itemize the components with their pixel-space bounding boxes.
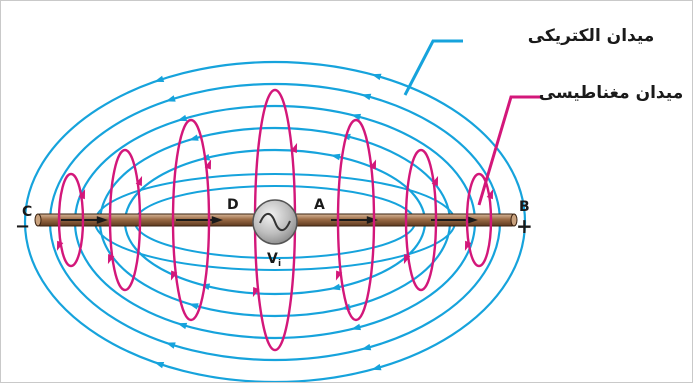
magnetic-field-loop — [404, 148, 438, 292]
point-b-label: B — [519, 199, 530, 215]
magnetic-field-arrow — [290, 142, 298, 154]
rod-right-end — [510, 213, 518, 227]
sine-wave-icon — [259, 212, 291, 232]
magnetic-field-loop — [336, 118, 376, 322]
point-c-label: C — [22, 204, 32, 220]
electric-field-arrow — [188, 303, 199, 310]
callouts — [403, 39, 543, 206]
electric-field-arrow — [165, 95, 176, 102]
electric-field-line — [23, 60, 527, 382]
electric-field-arrow — [177, 114, 188, 122]
electric-field-arrow — [350, 113, 362, 121]
rod-left-end — [34, 213, 42, 227]
source-voltage-label: V — [267, 251, 278, 267]
magnetic-field-callout-line — [477, 95, 543, 206]
electric-field-arrow — [188, 134, 199, 141]
source-voltage-subscript: i — [278, 259, 281, 269]
ac-source — [252, 199, 298, 245]
current-arrow-head — [96, 216, 108, 224]
magnetic-field-loop — [171, 118, 211, 322]
electric-field-arrow — [165, 342, 176, 349]
electric-field-arrow — [361, 343, 372, 351]
magnetic-field-arrow — [204, 159, 212, 170]
magnetic-field-arrow — [369, 159, 377, 170]
magnetic-field-arrow — [403, 253, 411, 265]
magnetic-field-arrow — [431, 175, 439, 187]
magnetic-field-arrow — [170, 270, 178, 281]
electric-field-arrow — [350, 323, 362, 331]
magnetic-field-loop — [465, 172, 493, 268]
magnetic-field-label: میدان مغناطیسی — [539, 83, 683, 103]
minus-sign: − — [15, 216, 30, 237]
magnetic-field-arrow — [78, 189, 86, 200]
electric-field-arrow — [371, 73, 382, 81]
electric-field-arrow — [330, 283, 341, 291]
magnetic-field-loop — [57, 172, 85, 268]
magnetic-field-loop — [108, 148, 142, 292]
electric-field-arrow — [361, 93, 372, 101]
plus-sign: + — [516, 214, 533, 238]
electric-field-label: میدان الکتریکی — [528, 26, 655, 46]
current-arrow-head — [366, 216, 378, 224]
electric-field-arrow — [330, 153, 341, 161]
magnetic-field-arrow — [252, 286, 260, 298]
magnetic-field-arrow — [335, 270, 343, 281]
magnetic-field-arrow — [464, 240, 472, 251]
current-arrow-head — [211, 216, 223, 224]
point-a-label: A — [314, 197, 325, 213]
magnetic-field-arrow — [56, 240, 64, 251]
electric-field-arrow — [154, 361, 165, 369]
electric-field-callout-line — [403, 39, 463, 96]
point-d-label: D — [227, 197, 239, 213]
magnetic-field-arrow — [486, 189, 494, 200]
electric-field-arrow — [154, 75, 165, 83]
magnetic-field-arrow — [135, 175, 143, 187]
electric-field-arrow — [371, 363, 382, 371]
magnetic-field-arrow — [107, 253, 115, 265]
electric-field-arrow — [177, 322, 188, 330]
current-arrow-head — [466, 216, 478, 224]
